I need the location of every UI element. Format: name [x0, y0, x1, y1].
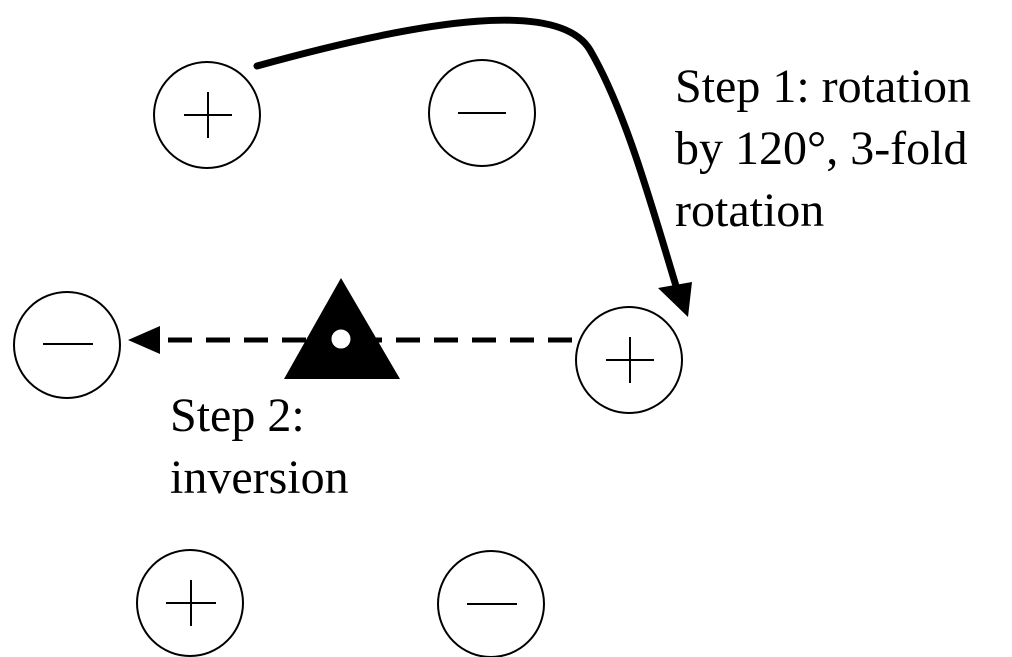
inversion-center-icon: [328, 326, 354, 352]
step2-label-line2: inversion: [170, 451, 349, 504]
step1-label-line3: rotation: [675, 184, 824, 237]
site-top-left: [153, 61, 261, 169]
site-bottom-right: [437, 550, 545, 657]
site-top-right: [428, 59, 536, 167]
site-middle-left: [13, 291, 121, 399]
step2-label-line1: Step 2:: [170, 389, 305, 442]
site-middle-right: [575, 306, 683, 414]
rotation-arrow-path: [253, 16, 680, 290]
site-bottom-left: [136, 549, 244, 657]
step1-label-line2: by 120°, 3-fold: [675, 122, 968, 175]
step1-label-line1: Step 1: rotation: [675, 60, 971, 113]
inversion-arrowhead: [128, 326, 160, 354]
rotation-arrowhead: [658, 282, 692, 317]
